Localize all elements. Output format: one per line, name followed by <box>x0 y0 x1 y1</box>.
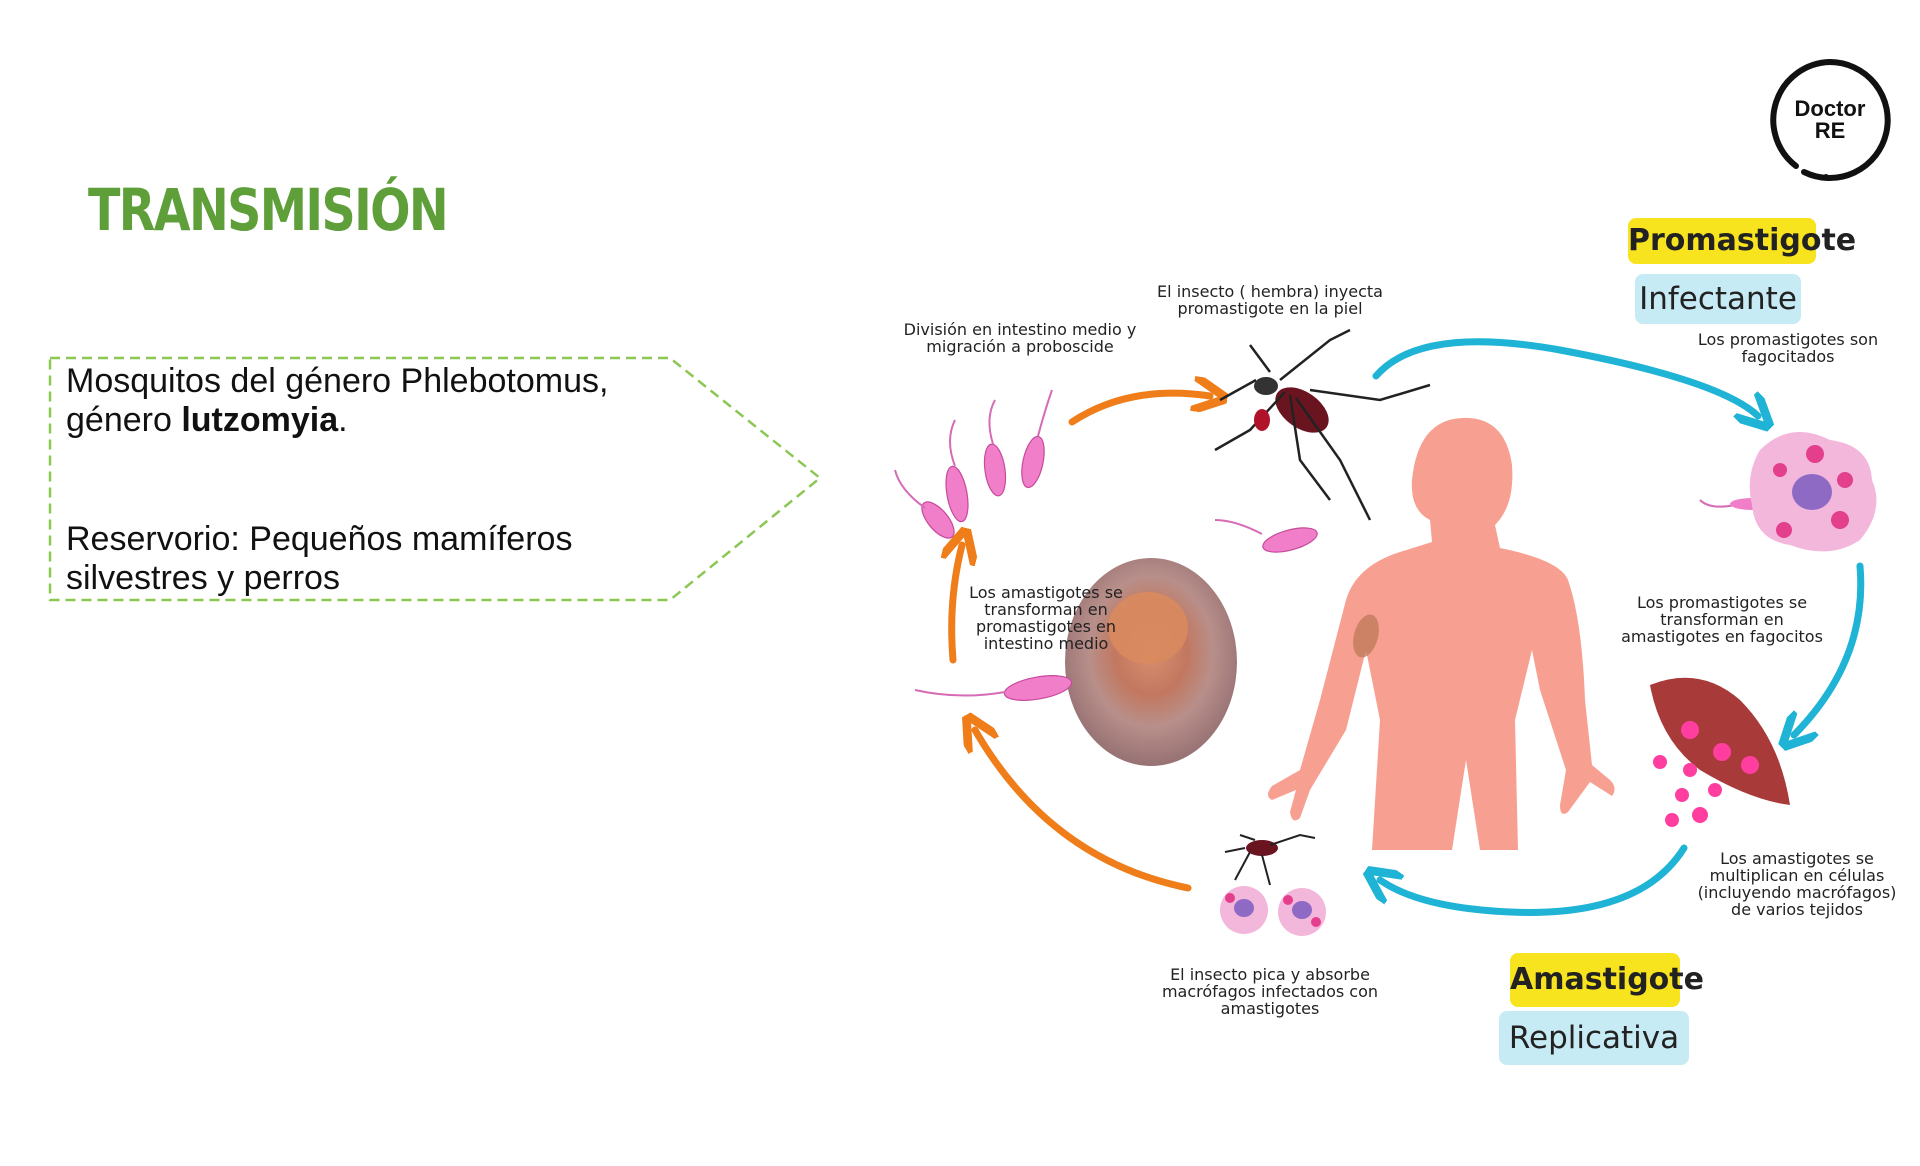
human-body <box>1268 418 1615 850</box>
caption-multiply-line-1: Los amastigotes se <box>1692 850 1902 867</box>
arrow-right-down <box>1794 566 1861 735</box>
caption-inject: El insecto ( hembra) inyecta promastigot… <box>1150 283 1390 317</box>
caption-division-line-1: División en intestino medio y <box>900 321 1140 338</box>
caption-multiply-line-3: (incluyendo macrófagos) <box>1692 884 1902 901</box>
caption-bite-line-3: amastigotes <box>1150 1000 1390 1017</box>
caption-transform-line-3: amastigotes en fagocitos <box>1612 628 1832 645</box>
caption-midgut-line-2: transforman en <box>956 601 1136 618</box>
infected-tissue <box>1650 678 1790 827</box>
caption-multiply: Los amastigotes se multiplican en célula… <box>1692 850 1902 918</box>
caption-transform-line-1: Los promastigotes se <box>1612 594 1832 611</box>
caption-phago-line-1: Los promastigotes son <box>1688 331 1888 348</box>
tag-promastigote: Promastigote <box>1628 218 1816 264</box>
caption-transform: Los promastigotes se transforman en amas… <box>1612 594 1832 645</box>
tag-replicativa: Replicativa <box>1499 1011 1689 1065</box>
arrow-bottom-right <box>1380 848 1684 912</box>
caption-phago-line-2: fagocitados <box>1688 348 1888 365</box>
caption-inject-line-1: El insecto ( hembra) inyecta <box>1150 283 1390 300</box>
mosquito-bottom <box>1225 835 1315 885</box>
tag-amastigote: Amastigote <box>1510 953 1680 1007</box>
caption-phagocytosed: Los promastigotes son fagocitados <box>1688 331 1888 365</box>
caption-multiply-line-4: de varios tejidos <box>1692 901 1902 918</box>
caption-midgut: Los amastigotes se transforman en promas… <box>956 584 1136 652</box>
caption-midgut-line-3: promastigotes en <box>956 618 1136 635</box>
caption-division: División en intestino medio y migración … <box>900 321 1140 355</box>
arrow-to-mosquito <box>1072 393 1210 422</box>
infected-macrophage <box>1750 432 1877 551</box>
caption-midgut-line-4: intestino medio <box>956 635 1136 652</box>
tag-infectante: Infectante <box>1635 274 1801 324</box>
caption-division-line-2: migración a proboscide <box>900 338 1140 355</box>
ingested-macrophages <box>1220 886 1326 936</box>
caption-bite: El insecto pica y absorbe macrófagos inf… <box>1150 966 1390 1017</box>
caption-transform-line-2: transforman en <box>1612 611 1832 628</box>
caption-inject-line-2: promastigote en la piel <box>1150 300 1390 317</box>
caption-multiply-line-2: multiplican en células <box>1692 867 1902 884</box>
caption-midgut-line-1: Los amastigotes se <box>956 584 1136 601</box>
caption-bite-line-2: macrófagos infectados con <box>1150 983 1390 1000</box>
caption-bite-line-1: El insecto pica y absorbe <box>1150 966 1390 983</box>
